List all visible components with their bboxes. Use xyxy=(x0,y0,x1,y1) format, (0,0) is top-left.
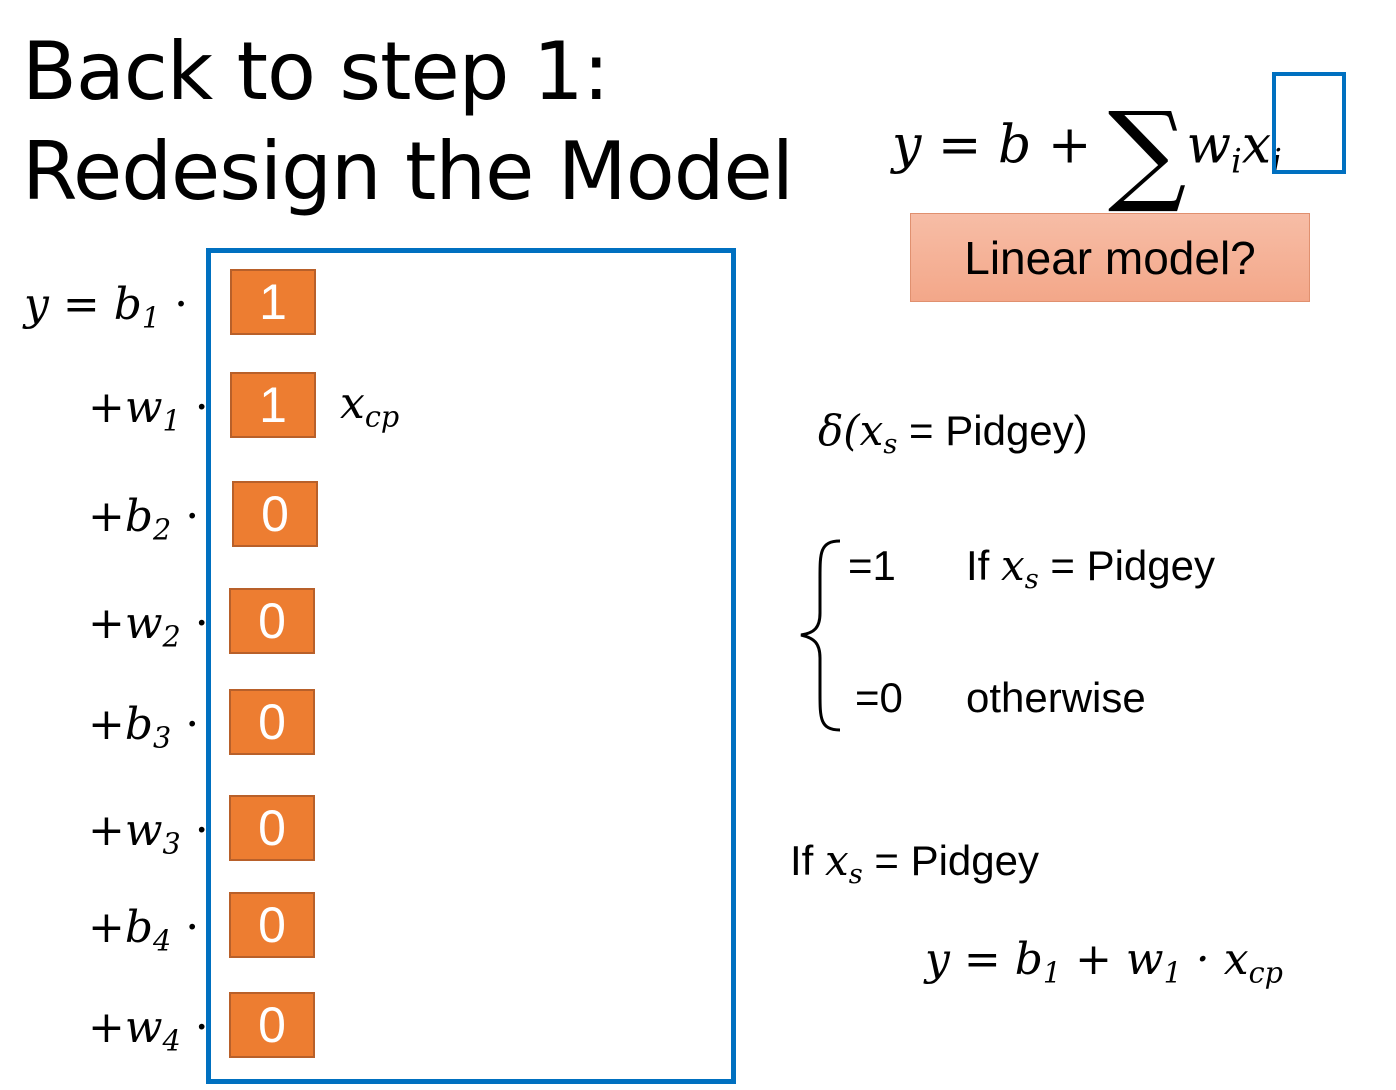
curly-brace xyxy=(800,539,841,732)
case-2-condition: otherwise xyxy=(966,674,1146,721)
eq-w-sub: i xyxy=(1230,141,1242,181)
xcp-label: xcp xyxy=(340,378,400,434)
delta-function: δ(xs = Pidgey) xyxy=(818,406,1088,461)
feature-value-box: 0 xyxy=(229,689,315,755)
case-1-condition: If xs = Pidgey xyxy=(966,541,1216,596)
feature-value-box: 1 xyxy=(230,372,316,438)
feature-vector-box xyxy=(206,248,736,1084)
slide-title-line1: Back to step 1: xyxy=(22,25,610,118)
eq-lhs: y = b + xyxy=(892,115,1108,176)
term-label: y = b1 · xyxy=(24,279,189,335)
sum-symbol: ∑ xyxy=(1107,88,1187,216)
conclusion-condition: If xs = Pidgey xyxy=(790,836,1040,891)
slide-title-line2: Redesign the Model xyxy=(22,125,794,218)
term-label: +w4 · xyxy=(88,1002,209,1058)
term-label: +w3 · xyxy=(88,805,209,861)
eq-x: x xyxy=(1241,115,1272,176)
xi-highlight-box xyxy=(1272,72,1346,174)
conclusion-equation: y = b1 + w1 · xcp xyxy=(925,934,1283,990)
feature-value-box: 0 xyxy=(229,588,315,654)
case-1-value: =1 xyxy=(848,542,896,589)
term-label: +b2 · xyxy=(88,491,200,547)
term-label: +w1 · xyxy=(88,382,209,438)
linear-model-equation: y = b + ∑wixi xyxy=(892,88,1282,216)
eq-w: w xyxy=(1186,115,1231,176)
term-label: +b3 · xyxy=(88,699,200,755)
term-label: +b4 · xyxy=(88,902,200,958)
feature-value-box: 0 xyxy=(232,481,318,547)
feature-value-box: 0 xyxy=(229,892,315,958)
term-label: +w2 · xyxy=(88,598,209,654)
case-2-value: =0 xyxy=(855,674,903,721)
eq-x-sub: i xyxy=(1271,141,1282,181)
feature-value-box: 0 xyxy=(229,992,315,1058)
linear-model-badge: Linear model? xyxy=(910,213,1310,302)
feature-value-box: 1 xyxy=(230,269,316,335)
feature-value-box: 0 xyxy=(229,795,315,861)
